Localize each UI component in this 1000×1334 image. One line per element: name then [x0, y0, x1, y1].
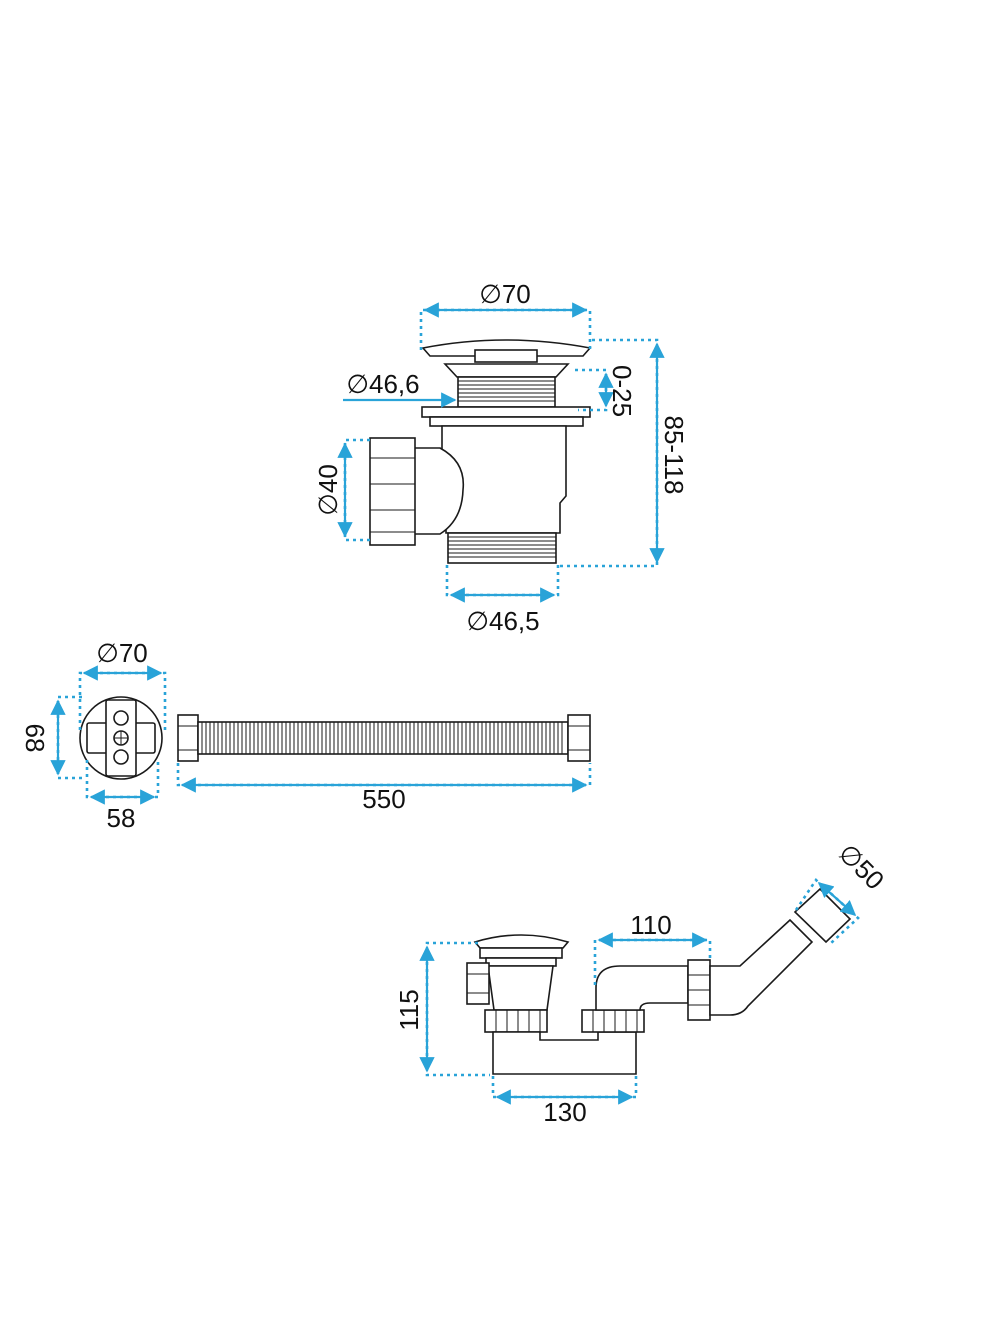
- bottom-dimension-lines: [419, 878, 860, 1105]
- middle-dimension-lines: [50, 665, 592, 805]
- label-trap-height: 115: [394, 989, 424, 1030]
- label-total-height: 85-118: [659, 415, 689, 494]
- label-thread-diameter: ∅46,6: [346, 369, 419, 399]
- label-trap-spacing: 130: [543, 1097, 586, 1127]
- top-dimension-lines: [337, 302, 665, 603]
- label-top-diameter: ∅70: [479, 279, 531, 309]
- middle-dimension-labels: ∅70 68 58 550: [20, 638, 406, 833]
- drain-valve-drawing: [369, 339, 592, 564]
- label-top-view-diameter: ∅70: [96, 638, 148, 668]
- trap-assembly-drawing: [466, 887, 852, 1075]
- label-pipe-length: 110: [630, 910, 671, 940]
- label-bottom-diameter: ∅46,5: [466, 606, 539, 636]
- top-dimension-labels: ∅70 ∅46,6 0-25 85-118 ∅40 ∅46,5: [313, 279, 689, 636]
- label-outlet-diameter-50: ∅50: [833, 838, 891, 896]
- label-adjust-range: 0-25: [607, 365, 637, 417]
- label-hose-length: 550: [362, 784, 405, 814]
- label-top-view-height: 68: [20, 724, 50, 753]
- label-top-view-width: 58: [107, 803, 136, 833]
- bottom-dimension-labels: 115 130 110 ∅50: [394, 838, 890, 1127]
- overflow-hose-drawing: [79, 696, 591, 780]
- label-outlet-diameter: ∅40: [313, 464, 343, 516]
